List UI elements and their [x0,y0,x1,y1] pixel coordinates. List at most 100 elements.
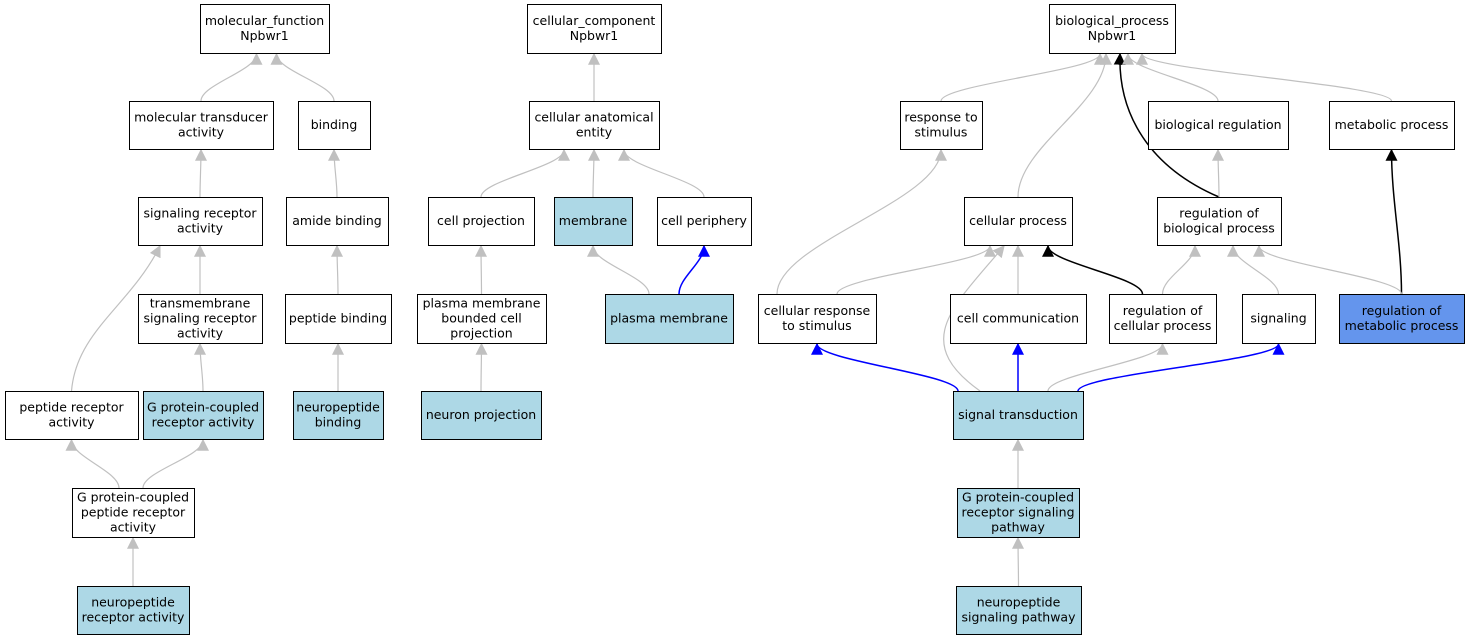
edge-rcp-to-rbp [1161,244,1201,295]
edge-gpcr-to-tsra [194,342,207,392]
node-box [527,4,662,54]
node-box [956,586,1082,635]
node-box [143,391,264,440]
edge-rbp-to-bp [1113,52,1220,198]
edge-st-to-rcp [1047,342,1169,392]
node-label-line: biological process [1163,221,1275,236]
node-label-line: regulation of [1362,303,1442,318]
node-box [286,197,389,246]
node-box [417,294,547,344]
go-term-node-pm[interactable]: plasma membrane [605,294,734,344]
node-box [957,488,1080,538]
edge-rts-to-bp [940,52,1106,102]
go-term-node-memb[interactable]: membrane [554,197,633,246]
go-term-node-cperi[interactable]: cell periphery [657,197,752,246]
node-label-line: signaling pathway [962,610,1077,625]
node-label-line: activity [48,415,95,430]
go-term-node-breg[interactable]: biological regulation [1148,101,1289,150]
node-label-line: projection [450,326,512,341]
node-box [964,197,1073,246]
node-box [293,391,384,440]
go-term-node-sig[interactable]: signaling [1242,294,1316,344]
node-label-line: cell periphery [661,213,747,228]
edge-st-to-cellp [943,245,1005,392]
node-label-line: cellular_component [533,13,656,28]
node-box [138,197,263,246]
node-label-line: Npbwr1 [240,28,289,43]
node-box [950,294,1087,344]
node-label-line: neuron projection [426,407,536,422]
edge-rcp-to-cellp [1042,244,1144,295]
node-label-line: plasma membrane [610,311,728,326]
node-label-line: molecular transducer [134,110,269,125]
go-term-node-ccomm[interactable]: cell communication [950,294,1087,344]
node-label-line: cellular process [1114,318,1212,333]
node-label-line: receptor activity [152,415,255,430]
node-label-line: regulation of [1179,206,1259,221]
edges-layer [65,52,1403,587]
edge-cproj-to-cae [480,148,570,198]
node-label-line: cellular anatomical [534,110,653,125]
go-term-node-cproj[interactable]: cell projection [428,197,535,246]
go-term-node-st[interactable]: signal transduction [953,391,1084,440]
node-box [758,294,877,344]
node-box [1109,294,1217,344]
edge-sra-to-mta [194,148,207,198]
edge-rmp-to-metab [1385,148,1403,295]
go-term-node-bind[interactable]: binding [298,101,371,150]
node-label-line: G protein-coupled [962,490,1074,505]
node-label-line: peptide receptor [19,400,124,415]
node-label-line: peptide receptor [81,505,186,520]
go-term-node-pepbind[interactable]: peptide binding [285,294,392,344]
edge-pra-to-sra [70,244,161,392]
node-box [5,391,139,440]
edge-mta-to-mf [200,52,263,102]
node-label-line: activity [110,520,157,535]
go-term-node-nproj[interactable]: neuron projection [421,391,542,440]
go-term-node-amide[interactable]: amide binding [286,197,389,246]
node-label-line: activity [178,125,225,140]
node-label-line: neuropeptide [296,400,380,415]
node-box [77,586,190,635]
node-label-line: signaling [1250,311,1306,326]
node-label-line: peptide binding [289,311,387,326]
node-box [657,197,752,246]
node-label-line: binding [315,415,362,430]
node-box [1339,294,1465,344]
edge-pmbcp-to-cproj [475,244,488,295]
node-label-line: metabolic process [1345,318,1459,333]
node-label-line: Npbwr1 [1088,28,1137,43]
node-label-line: signaling receptor [143,206,257,221]
go-term-node-metab[interactable]: metabolic process [1329,101,1455,150]
edge-pepbind-to-amide [331,244,344,295]
node-label-line: receptor signaling [961,505,1074,520]
edge-cellp-to-bp [1017,52,1112,198]
go-term-node-cellp[interactable]: cellular process [964,197,1073,246]
node-box [129,101,274,150]
edge-st-to-crts [811,342,959,392]
node-label-line: neuropeptide [977,595,1061,610]
node-box [554,197,633,246]
node-box [605,294,734,344]
edge-memb-to-cae [587,148,600,198]
